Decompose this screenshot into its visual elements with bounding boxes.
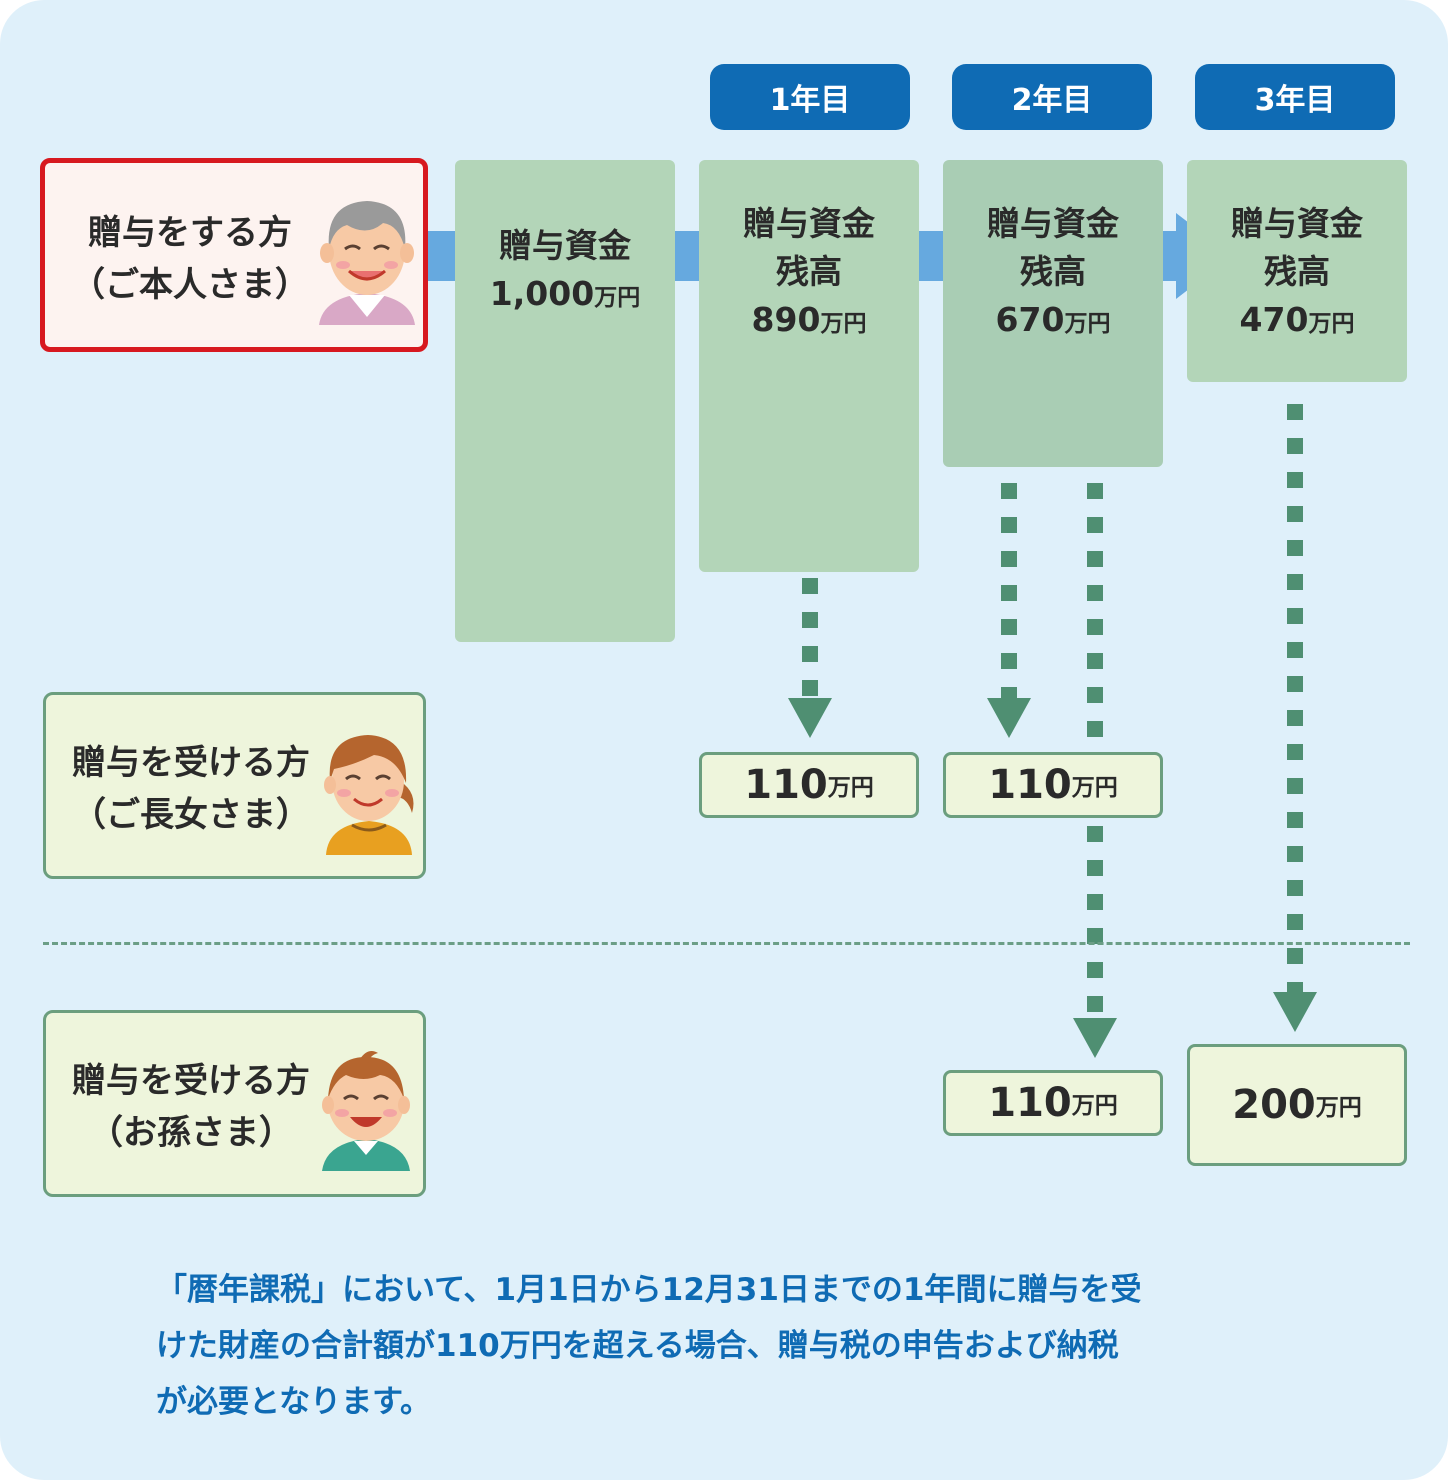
- grandchild-label: 贈与を受ける方 （お孫さま）: [46, 1055, 336, 1159]
- gift-arrow-year1-daughter: [788, 578, 832, 738]
- giver-box: 贈与をする方 （ご本人さま）: [40, 158, 428, 352]
- gift-daughter-year2-unit: 万円: [1071, 775, 1118, 801]
- tax-note-line1: 「暦年課税」において、1月1日から12月31日までの1年間に贈与を受: [156, 1272, 1142, 1308]
- fund-year2-unit: 万円: [1064, 311, 1111, 337]
- gift-arrow-year3-grandchild: [1273, 404, 1317, 1032]
- gift-arrow-year2-daughter: [987, 483, 1031, 738]
- fund-year2-label: 贈与資金: [987, 204, 1119, 243]
- giver-label-line1: 贈与をする方: [88, 213, 292, 253]
- receiver-daughter-box: 贈与を受ける方 （ご長女さま）: [43, 692, 426, 879]
- fund-initial: 贈与資金 1,000万円: [455, 160, 675, 642]
- fund-year1: 贈与資金 残高 890万円: [699, 160, 919, 572]
- giver-label-line2: （ご本人さま）: [71, 265, 309, 305]
- grandchild-label-line2: （お孫さま）: [89, 1113, 293, 1153]
- year-tab-1: 1年目: [710, 64, 910, 130]
- fund-year3-label: 贈与資金: [1231, 204, 1363, 243]
- woman-icon: [324, 735, 414, 855]
- fund-initial-label: 贈与資金: [499, 226, 631, 265]
- tax-note-line3: が必要となります。: [156, 1384, 431, 1420]
- fund-year1-sub: 残高: [776, 252, 842, 291]
- tax-note-line2: けた財産の合計額が110万円を超える場合、贈与税の申告および納税: [156, 1328, 1119, 1364]
- fund-year1-unit: 万円: [820, 311, 867, 337]
- receiver-grandchild-box: 贈与を受ける方 （お孫さま）: [43, 1010, 426, 1197]
- fund-initial-unit: 万円: [594, 285, 641, 311]
- fund-year3-sub: 残高: [1264, 252, 1330, 291]
- daughter-label-line1: 贈与を受ける方: [72, 743, 310, 783]
- year-tab-2: 2年目: [952, 64, 1152, 130]
- daughter-label-line2: （ご長女さま）: [72, 795, 310, 835]
- gift-grandchild-year3-amount: 200: [1232, 1082, 1316, 1128]
- gift-arrows: [788, 404, 1317, 1058]
- tax-note: 「暦年課税」において、1月1日から12月31日までの1年間に贈与を受 けた財産の…: [156, 1262, 1306, 1430]
- section-divider: [43, 942, 1410, 945]
- fund-year2-amount: 670: [995, 300, 1065, 339]
- gift-grandchild-year2-amount: 110: [988, 1080, 1072, 1126]
- fund-initial-amount: 1,000: [489, 274, 595, 313]
- gift-grandchild-year2-unit: 万円: [1071, 1093, 1118, 1119]
- daughter-label: 贈与を受ける方 （ご長女さま）: [46, 737, 336, 841]
- fund-year2-sub: 残高: [1020, 252, 1086, 291]
- grandchild-label-line1: 贈与を受ける方: [72, 1061, 310, 1101]
- giver-label: 贈与をする方 （ご本人さま）: [45, 207, 335, 311]
- boy-icon: [322, 1051, 410, 1171]
- gift-daughter-year1-amount: 110: [744, 762, 828, 808]
- year-tab-3: 3年目: [1195, 64, 1395, 130]
- fund-year3: 贈与資金 残高 470万円: [1187, 160, 1407, 382]
- fund-year3-unit: 万円: [1308, 311, 1355, 337]
- gift-daughter-year1-unit: 万円: [827, 775, 874, 801]
- fund-year3-amount: 470: [1239, 300, 1309, 339]
- gift-daughter-year2-amount: 110: [988, 762, 1072, 808]
- fund-year1-label: 贈与資金: [743, 204, 875, 243]
- gift-arrow-year2-grandchild: [1073, 483, 1117, 1058]
- gift-grandchild-year3-unit: 万円: [1315, 1095, 1362, 1121]
- fund-year2: 贈与資金 残高 670万円: [943, 160, 1163, 467]
- fund-year1-amount: 890: [751, 300, 821, 339]
- elderly-person-icon: [319, 201, 415, 325]
